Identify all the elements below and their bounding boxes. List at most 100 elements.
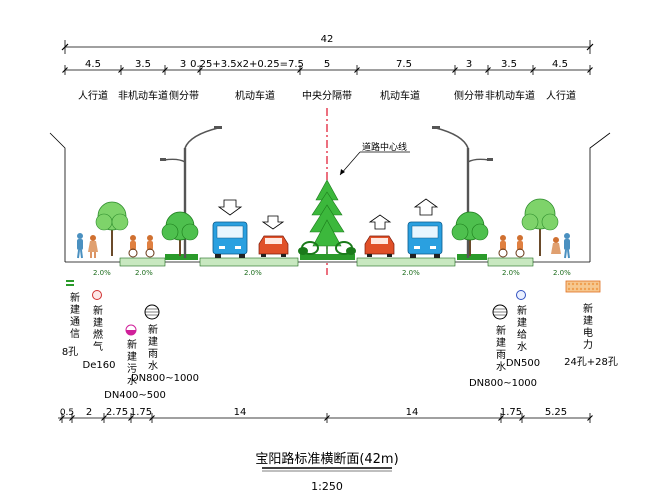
power-duct-hole — [571, 287, 575, 291]
side-separator — [457, 254, 487, 260]
cyclist-icon — [128, 235, 138, 258]
telecom-label: 新 建 通 信 — [70, 291, 83, 340]
segment-width-label: 3.5 — [135, 59, 151, 70]
car-icon — [258, 235, 289, 257]
dimension-tick-slash — [485, 67, 491, 73]
dimension-tick-slash — [62, 67, 68, 73]
drawing-title-block: 宝阳路标准横断面(42m) 1:250 — [255, 451, 398, 493]
pipe-sewer: 新 建 污 水 DN400~500 — [104, 324, 166, 401]
top-dimension: 42 4.5 3.5 3 0.25+3.5x2+0.25=7.5 5 7.5 3… — [61, 34, 594, 102]
dimension-tick-slash — [118, 67, 124, 73]
segment-name-label: 人行道 — [78, 89, 108, 102]
slope-label: 2.0% — [553, 269, 571, 277]
telecom-spec: 8孔 — [62, 346, 78, 358]
offset-label: 2.75 — [106, 407, 128, 418]
segment-name-label: 非机动车道 — [118, 89, 168, 102]
water-spec: DN500 — [506, 358, 540, 369]
segment-name-label: 侧分带 — [169, 89, 199, 102]
tree-icon — [161, 211, 199, 256]
power-duct-hole — [591, 287, 595, 291]
offset-label: 5.25 — [545, 407, 567, 418]
sewer-spec: DN400~500 — [104, 390, 166, 401]
tree-icon — [451, 211, 489, 256]
lane-strip — [356, 257, 456, 267]
segment-width-label: 3.5 — [501, 59, 517, 70]
dimension-tick-slash — [452, 67, 458, 73]
bike-lane-strip — [119, 257, 166, 267]
rain-right-spec: DN800~1000 — [469, 378, 537, 389]
power-duct-hole — [587, 282, 591, 286]
dimension-tick-slash — [498, 415, 504, 421]
telecom-label-char: 新 — [70, 291, 80, 304]
power-duct-hole — [583, 287, 587, 291]
segment-width-label: 7.5 — [396, 59, 412, 70]
dimension-tick-slash — [587, 415, 593, 421]
dimension-tick-slash — [162, 67, 168, 73]
median-base — [300, 254, 355, 260]
pipe-rain-left: 新 建 雨 水 DN800~1000 — [131, 304, 199, 384]
power-label: 新 建 电 力 — [583, 302, 596, 351]
pedestrian-icon — [88, 235, 98, 258]
rain-left-label: 新 建 雨 水 — [148, 323, 161, 372]
pedestrian-icon — [551, 237, 561, 254]
tree-icon — [95, 201, 129, 256]
slope-label: 2.0% — [135, 269, 153, 277]
segment-name-label: 机动车道 — [380, 89, 420, 102]
dimension-tick-slash — [297, 67, 303, 73]
slope-label: 2.0% — [244, 269, 262, 277]
side-separator — [165, 254, 198, 260]
drawing-scale: 1:250 — [311, 480, 343, 493]
cyclist-icon — [498, 235, 508, 258]
segment-width-label: 4.5 — [85, 59, 101, 70]
pedestrian-icon — [77, 233, 83, 259]
dimension-tick-slash — [530, 67, 536, 73]
segment-width-label: 0.25+3.5x2+0.25=7.5 — [190, 59, 304, 70]
power-duct-hole — [583, 282, 587, 286]
offset-label: 2 — [86, 407, 92, 418]
pipe-rain-right: 新 建 雨 水 DN800~1000 — [469, 304, 537, 389]
power-duct-hole — [571, 282, 575, 286]
arrow-down-icon — [261, 215, 285, 230]
segment-width-label: 5 — [324, 59, 330, 70]
cyclist-icon — [145, 235, 155, 258]
power-duct-icon — [565, 280, 601, 293]
dimension-tick-slash — [69, 415, 75, 421]
car-icon — [364, 235, 395, 257]
power-duct-hole — [595, 282, 599, 286]
water-label: 新 建 给 水 — [517, 304, 530, 353]
ground-profile: 2.0% 2.0% 2.0% 2.0% 2.0% 2.0% — [49, 132, 611, 277]
power-duct-hole — [575, 287, 579, 291]
power-duct-hole — [591, 282, 595, 286]
segment-width-label: 3 — [180, 59, 186, 70]
arrow-up-icon — [368, 214, 392, 230]
dimension-tick-slash — [519, 415, 525, 421]
slope-label: 2.0% — [402, 269, 420, 277]
gas-spec: De160 — [83, 360, 116, 371]
dimension-tick-slash — [149, 415, 155, 421]
power-duct-hole — [567, 287, 571, 291]
power-duct-hole — [575, 282, 579, 286]
dimension-tick-slash — [128, 415, 134, 421]
telecom-duct-icon — [66, 280, 74, 282]
gas-pipe-icon — [92, 290, 102, 300]
pipe-power: 新 建 电 力 24孔+28孔 — [564, 280, 618, 368]
median-planting — [298, 179, 356, 255]
offset-label: 14 — [406, 407, 419, 418]
segment-width-label: 4.5 — [552, 59, 568, 70]
segment-name-label: 侧分带 — [454, 89, 484, 102]
water-pipe-icon — [516, 290, 526, 300]
offset-label: 14 — [234, 407, 247, 418]
street-lamp-left — [160, 126, 222, 258]
tree-icon — [521, 198, 559, 256]
bus-icon — [407, 221, 443, 258]
pedestrian-icon — [564, 233, 570, 259]
arrow-down-icon — [217, 199, 243, 216]
dimension-tick-slash — [197, 67, 203, 73]
sewer-label: 新 建 污 水 — [127, 338, 140, 387]
rain-left-spec: DN800~1000 — [131, 373, 199, 384]
dimension-tick-slash — [587, 67, 593, 73]
offset-label: 1.75 — [130, 407, 152, 418]
slope-label: 2.0% — [93, 269, 111, 277]
